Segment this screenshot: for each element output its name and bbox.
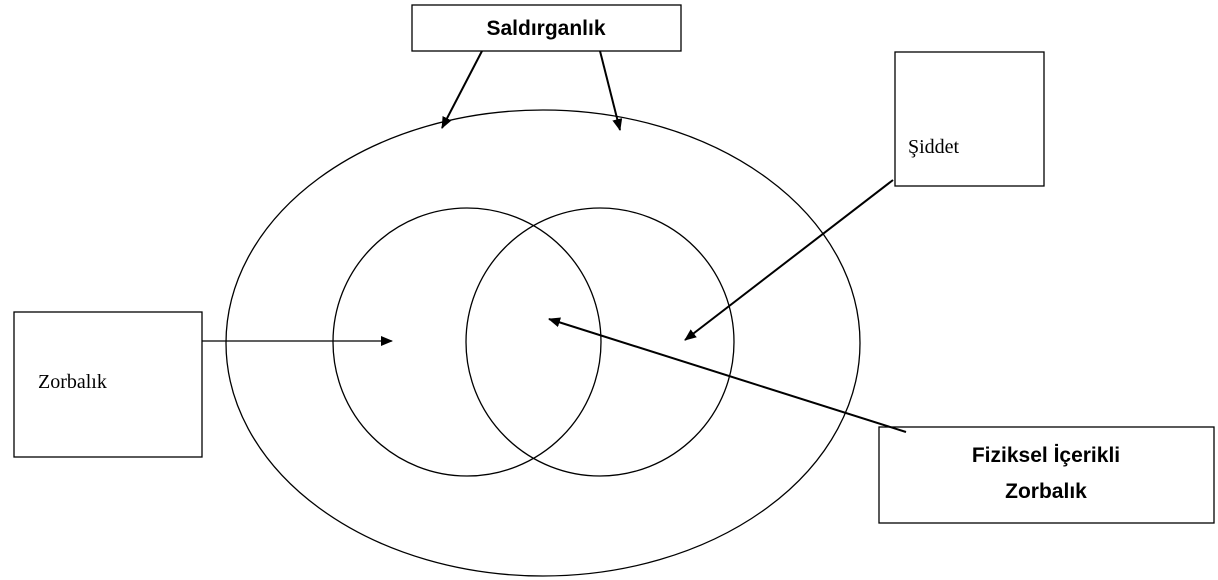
violence-circle — [465, 207, 735, 477]
bullying-box — [13, 311, 203, 458]
physical-bullying-arrow — [548, 317, 907, 433]
physical-bullying-box — [878, 426, 1215, 524]
aggression-box — [411, 4, 682, 52]
violence-arrow — [684, 179, 894, 341]
physical-bullying-label-line1: Fiziksel İçerikli — [972, 444, 1120, 467]
bullying-label: Zorbalık — [38, 371, 107, 393]
physical-bullying-label-line2: Zorbalık — [1005, 480, 1087, 503]
aggression-label: Saldırganlık — [486, 17, 605, 40]
violence-box — [894, 51, 1045, 187]
aggression-arrow-left — [441, 50, 483, 129]
bullying-circle — [332, 207, 602, 477]
violence-label: Şiddet — [908, 136, 960, 158]
aggression-ellipse — [225, 109, 861, 577]
aggression-arrow-right — [599, 50, 623, 131]
